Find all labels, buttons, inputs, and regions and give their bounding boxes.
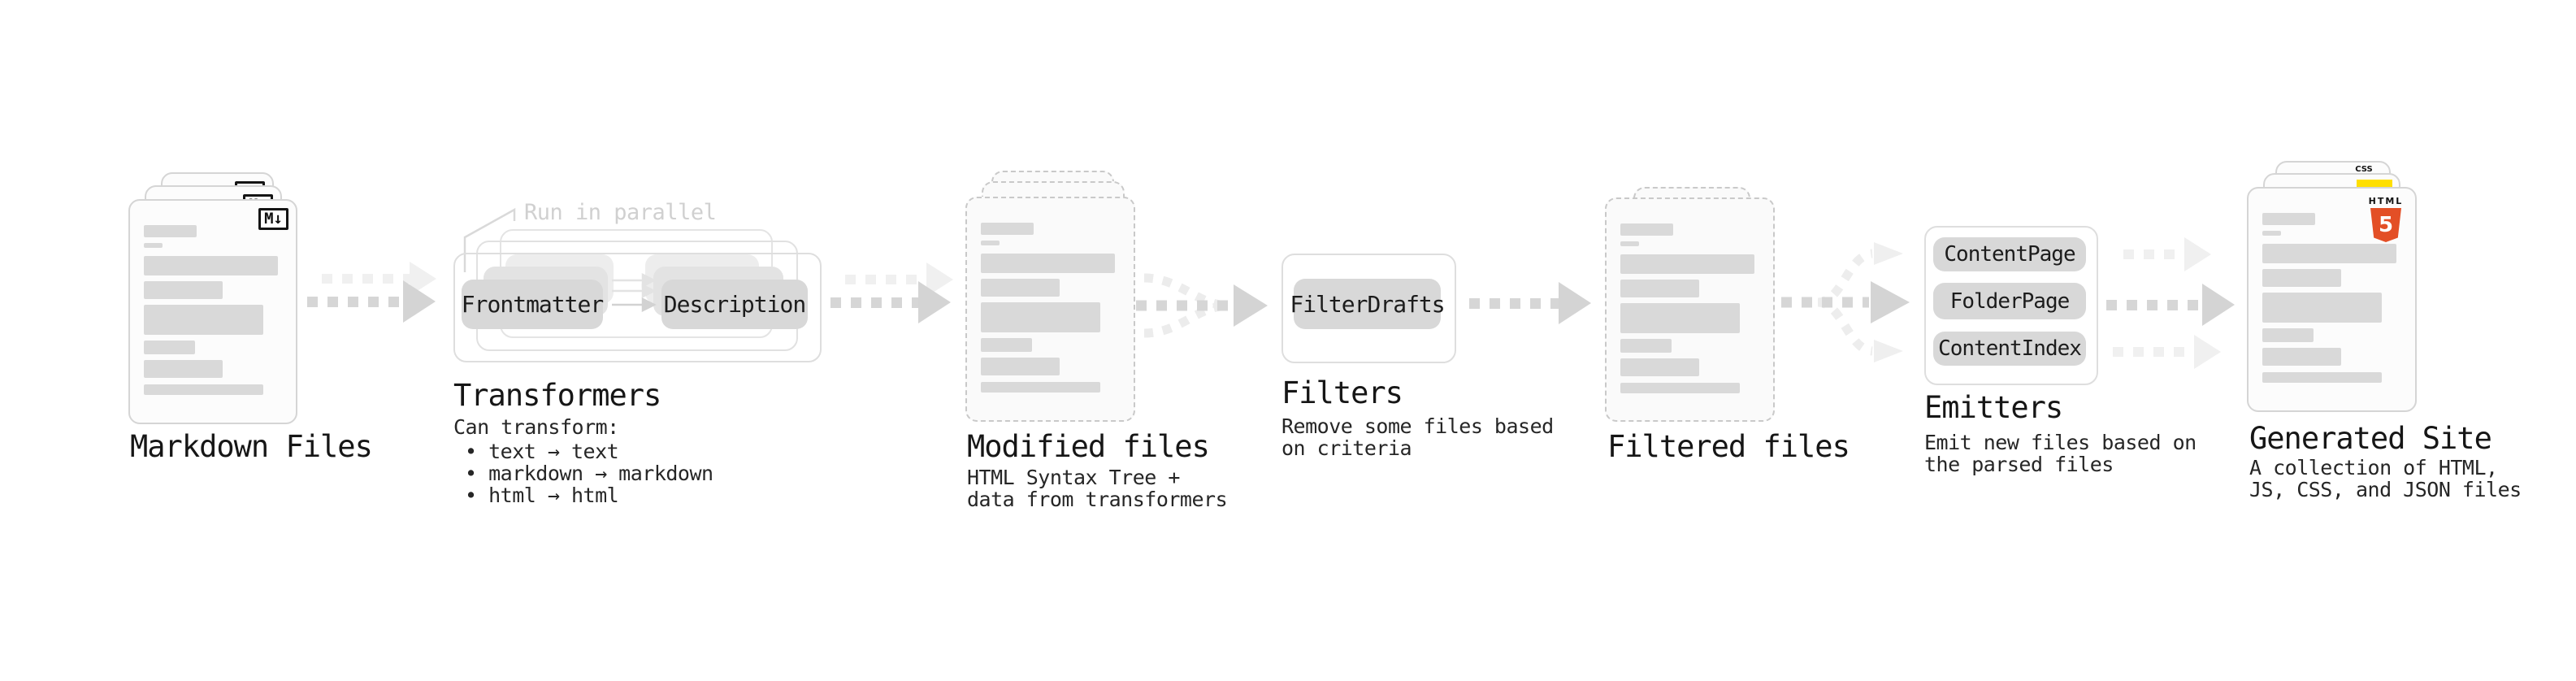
skeleton-bar	[1620, 254, 1754, 274]
arrow-shaft	[2113, 347, 2194, 357]
merge-arrow	[1136, 273, 1268, 338]
document-sheet: M↓	[128, 199, 297, 424]
skeleton-bar	[144, 360, 223, 378]
skeleton-bar	[2262, 348, 2341, 366]
modified-files-node: Modified files HTML Syntax Tree + data f…	[965, 171, 1307, 512]
flow-arrow	[2106, 284, 2235, 326]
skeleton-bar	[2262, 213, 2315, 225]
skeleton-bar	[144, 256, 278, 275]
transformers-node: Run in parallel Frontmatter Description …	[453, 200, 835, 516]
arrow-shaft	[1469, 297, 1559, 309]
folderpage-pill: FolderPage	[1933, 283, 2086, 319]
flow-arrow-ghost	[2123, 237, 2211, 271]
skeleton-bar	[144, 384, 263, 395]
node-label: Markdown Files	[130, 429, 373, 464]
arrow-shaft	[307, 296, 403, 307]
flow-arrow	[307, 280, 436, 323]
filterdrafts-pill: FilterDrafts	[1290, 279, 1446, 329]
skeleton-bar	[981, 254, 1115, 273]
skeleton-bar	[981, 338, 1032, 352]
node-description: Can transform:	[453, 415, 619, 439]
emitters-node: ContentPage FolderPage ContentIndex Emit…	[1924, 226, 2197, 486]
skeleton-bar	[2262, 328, 2314, 342]
skeleton-bar	[1620, 339, 1672, 353]
flow-arrow-ghost	[2113, 335, 2221, 369]
html5-word: HTML	[2368, 196, 2404, 206]
node-label: Transformers	[453, 378, 661, 413]
skeleton-bar	[2262, 372, 2382, 383]
node-description: the parsed files	[1924, 453, 2114, 476]
skeleton-bar	[2262, 231, 2281, 236]
arrow-head	[2184, 237, 2211, 271]
document-sheet	[965, 197, 1135, 422]
skeleton-bar	[1620, 383, 1740, 393]
bullet-item: • text → text	[465, 440, 619, 463]
node-description: Emit new files based on	[1924, 431, 2197, 454]
skeleton-bar	[144, 281, 223, 299]
skeleton-bar	[1620, 358, 1699, 376]
node-description: A collection of HTML,	[2249, 456, 2498, 479]
filters-node: FilterDrafts Filters Remove some files b…	[1281, 254, 1554, 465]
skeleton-bar	[1620, 303, 1740, 333]
skeleton-bar	[144, 305, 263, 335]
arrow-head	[918, 281, 951, 323]
arrow-head	[2202, 284, 2235, 326]
arrow-shaft	[2106, 299, 2202, 310]
skeleton-bar	[981, 223, 1034, 235]
contentindex-pill: ContentIndex	[1933, 332, 2086, 366]
bullet-item: • html → html	[465, 484, 619, 507]
node-description: Remove some files based	[1281, 414, 1554, 438]
node-description: JS, CSS, and JSON files	[2249, 478, 2522, 501]
node-description: HTML Syntax Tree +	[967, 466, 1180, 489]
markdown-files-node: M↓ M↓ M↓ Markdown Files	[128, 172, 470, 481]
node-label: Emitters	[1924, 390, 2063, 425]
flow-arrow	[1469, 282, 1591, 324]
fanout-arrow	[1781, 242, 1910, 362]
arrow-head	[1559, 282, 1591, 324]
arrow-head	[403, 280, 436, 323]
skeleton-bar	[144, 225, 197, 237]
document-sheet	[1605, 197, 1775, 422]
skeleton-bar	[2262, 293, 2382, 323]
skeleton-bar	[1620, 223, 1673, 236]
skeleton-bar	[1620, 280, 1699, 297]
arrow-shaft	[830, 297, 918, 308]
arrow-shaft	[845, 275, 926, 284]
markdown-icon: M↓	[258, 208, 288, 230]
frontmatter-pill: Frontmatter	[462, 280, 604, 329]
arrow-shaft	[2123, 249, 2184, 259]
flow-arrow	[830, 281, 951, 323]
node-description: data from transformers	[967, 488, 1228, 511]
skeleton-bar	[981, 279, 1060, 297]
html5-shield: 5	[2370, 208, 2401, 242]
node-description: on criteria	[1281, 436, 1412, 460]
skeleton-bar	[1620, 241, 1639, 246]
filtered-files-node: Filtered files	[1605, 187, 1946, 471]
skeleton-bar	[2262, 269, 2341, 287]
skeleton-bar	[981, 358, 1060, 375]
bullet-item: • markdown → markdown	[465, 462, 713, 485]
html5-icon: HTML 5	[2366, 192, 2405, 242]
skeleton-bar	[981, 302, 1100, 332]
node-label: Modified files	[967, 429, 1210, 464]
node-label: Filters	[1281, 375, 1403, 410]
run-in-parallel-annotation: Run in parallel	[524, 200, 717, 225]
transformer-layer-box	[453, 253, 822, 362]
contentpage-pill: ContentPage	[1933, 237, 2086, 271]
skeleton-bar	[144, 340, 195, 354]
arrow-head	[2194, 335, 2221, 369]
node-label: Generated Site	[2249, 421, 2492, 456]
skeleton-bar	[981, 241, 1000, 245]
skeleton-bar	[2262, 244, 2396, 263]
generated-site-node: CSS HTML 5 Generated Site A collection o…	[2247, 161, 2572, 518]
arrow-shaft	[322, 274, 410, 284]
skeleton-bar	[144, 243, 163, 248]
skeleton-bar	[981, 382, 1100, 393]
parallel-arrows-icon	[612, 272, 657, 313]
document-sheet: HTML 5	[2247, 187, 2417, 412]
node-label: Filtered files	[1607, 429, 1850, 464]
description-pill: Description	[661, 280, 808, 329]
css-badge-text: CSS	[2355, 165, 2373, 174]
